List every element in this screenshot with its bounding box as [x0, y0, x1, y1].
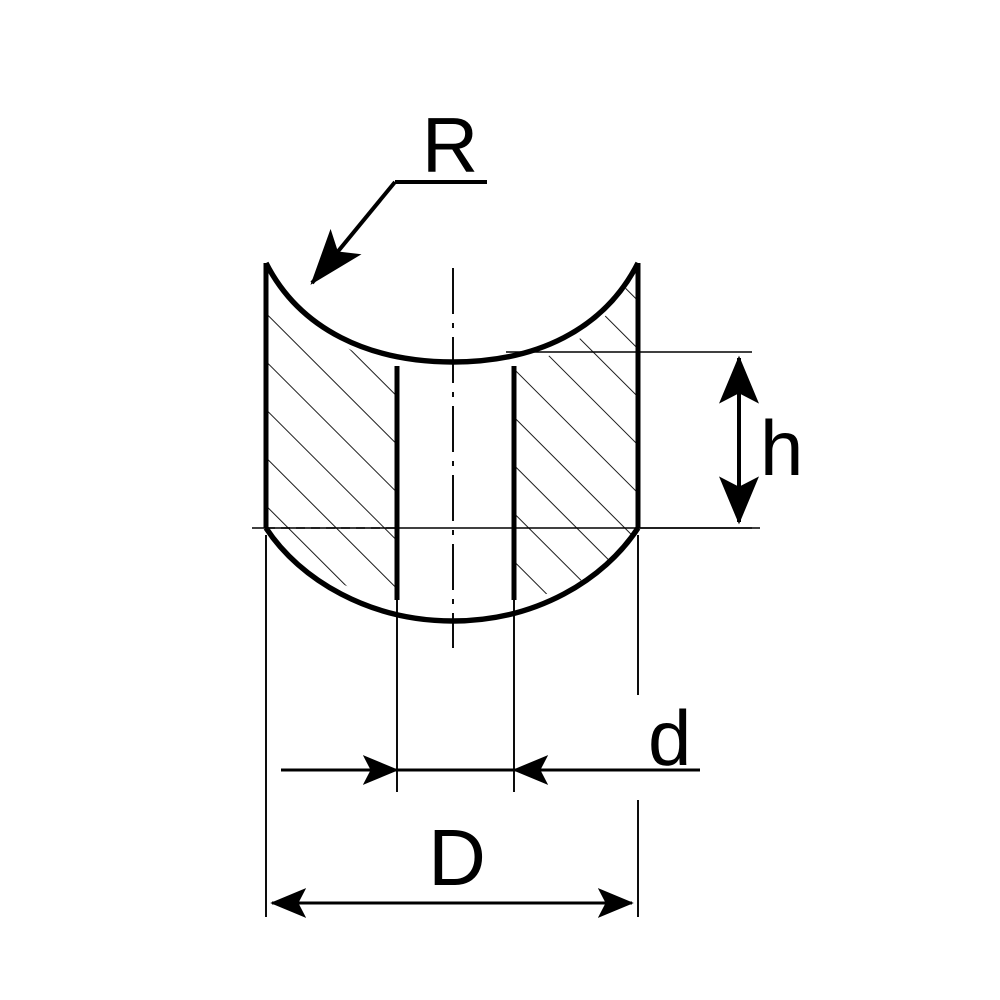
bore-diameter-label: d — [648, 694, 691, 782]
right-hatch-region — [514, 263, 638, 600]
height-label: h — [760, 404, 803, 492]
radius-leader-line — [310, 180, 397, 285]
radius-label: R — [422, 101, 478, 189]
outer-diameter-label: D — [428, 813, 486, 902]
top-concave-arc — [263, 261, 641, 365]
left-hatch-region — [266, 263, 397, 600]
bottom-convex-arc — [263, 526, 641, 624]
